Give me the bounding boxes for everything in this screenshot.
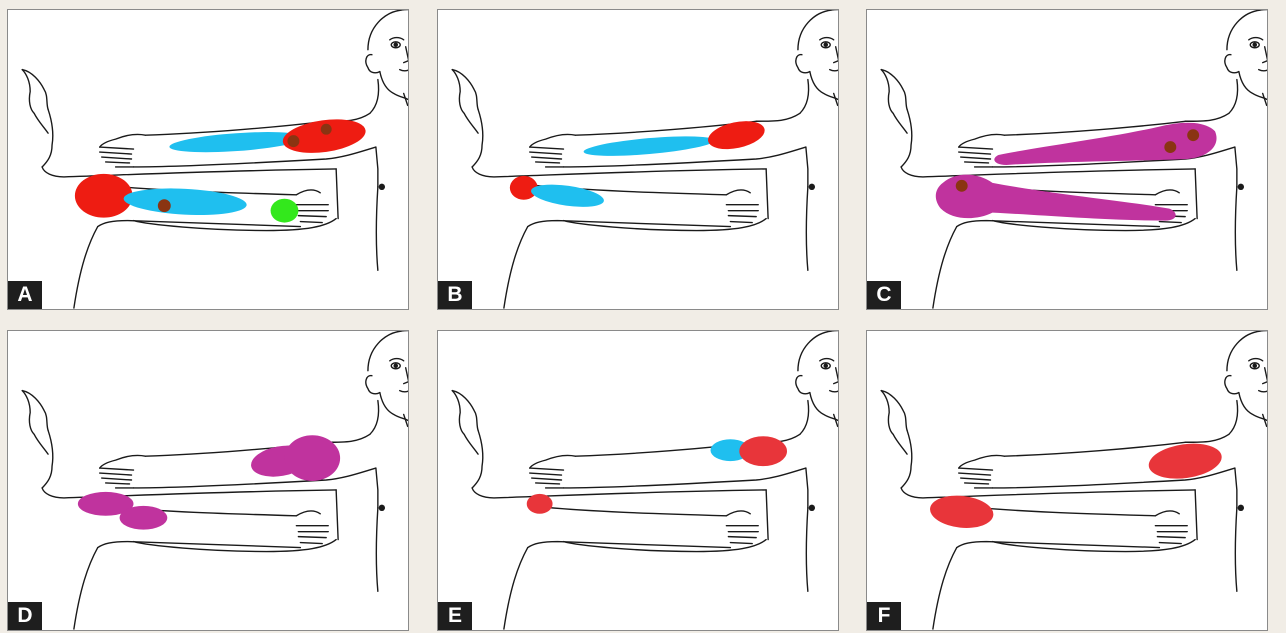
panel-label: B <box>438 281 472 309</box>
panel-label: E <box>438 602 472 630</box>
panel-f: F <box>866 330 1268 631</box>
trigger-point <box>1187 129 1199 141</box>
pain-area-shoulder <box>739 436 787 466</box>
panel-label: C <box>867 281 901 309</box>
pain-area-shoulder <box>705 117 767 154</box>
panel-c: C <box>866 9 1268 310</box>
panel-label: F <box>867 602 901 630</box>
pain-area-lower-forearm <box>123 186 247 218</box>
trigger-point <box>321 124 332 135</box>
body-diagram-f <box>867 331 1267 630</box>
panel-e: E <box>437 330 839 631</box>
body-diagram-a <box>8 10 408 309</box>
panel-b: B <box>437 9 839 310</box>
pain-area-elbow-b <box>120 506 168 530</box>
trigger-point <box>956 180 968 192</box>
panel-d: D <box>7 330 409 631</box>
body-diagram-d <box>8 331 408 630</box>
trigger-point <box>1164 141 1176 153</box>
pain-area-hand <box>271 199 299 223</box>
panel-label: A <box>8 281 42 309</box>
pain-area-upper-forearm <box>583 132 715 159</box>
body-diagram-e <box>438 331 838 630</box>
panel-label: D <box>8 602 42 630</box>
body-diagram-c <box>867 10 1267 309</box>
panel-a: A <box>7 9 409 310</box>
pain-area-elbow <box>75 174 133 218</box>
pain-area-shoulder-b <box>284 435 340 481</box>
trigger-point <box>158 199 171 212</box>
pain-area-elbow <box>928 493 995 531</box>
body-diagram-b <box>438 10 838 309</box>
trigger-point <box>287 135 299 147</box>
pain-area-lower-arm <box>936 175 1176 221</box>
pain-area-elbow <box>527 494 553 514</box>
